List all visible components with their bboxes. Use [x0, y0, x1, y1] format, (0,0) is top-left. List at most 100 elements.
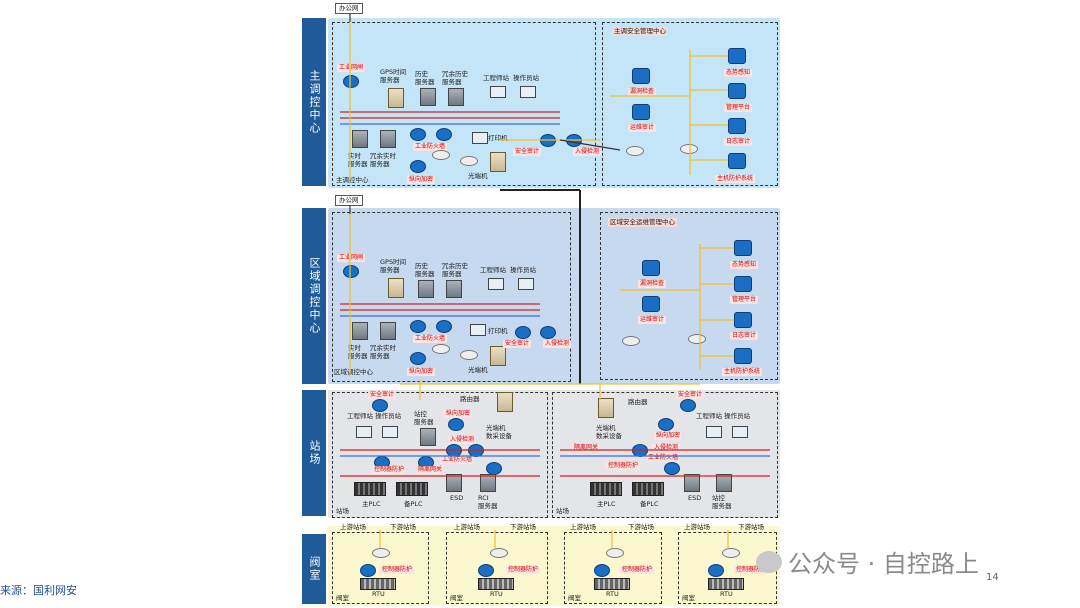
firewall-icon	[410, 128, 426, 141]
region-realtime-icon	[352, 322, 368, 340]
valve-rtu-icon-2	[594, 578, 630, 590]
realtime-server-label: 实时 服务器	[348, 152, 368, 168]
valve-rtu-1: RTU	[490, 590, 503, 598]
region-ids-icon	[540, 326, 556, 339]
st-right-eng-icon	[706, 426, 722, 438]
history-server-label: 历史 服务器	[415, 70, 435, 86]
st-left-router-label: 路由器	[460, 395, 480, 403]
firewall2-icon	[436, 128, 452, 141]
office-net-region: 办公网	[335, 195, 363, 206]
st-left-esd-label: ESD	[450, 494, 464, 502]
valve-zone-0: 阀室	[336, 594, 349, 602]
main-mgmt-3: 管理平台	[724, 104, 753, 112]
st-left-secaudit-label: 安全审计	[368, 391, 397, 399]
valve-rtu-icon-3	[708, 578, 744, 590]
gps-server-label: GPS时间 服务器	[380, 68, 407, 84]
st-right-vcrypt-label: 纵向加密	[654, 432, 683, 440]
main-security-zone	[602, 22, 778, 186]
region-hist-icon	[418, 280, 434, 298]
region-realtime-label: 实时 服务器	[348, 344, 368, 360]
st-right-zone-label: 站场	[556, 507, 569, 515]
st-right-ids-label: 入侵检测	[652, 444, 681, 452]
st-right-fw2-icon	[664, 462, 680, 475]
region-mgmt-1: 运维审计	[638, 316, 667, 324]
region-vcrypt-label: 纵向加密	[407, 368, 436, 376]
region-firewall-label: 工业防火墙	[413, 335, 448, 343]
st-left-secaudit-icon	[372, 399, 388, 412]
st-right-fw-label: 工业防火墙	[646, 454, 681, 462]
st-left-stctrl-label: 站控 服务器	[414, 410, 434, 426]
region-eng-ws-icon	[488, 278, 504, 290]
valve-rtu-3: RTU	[720, 590, 733, 598]
firewall-label: 工业防火墙	[413, 143, 448, 151]
st-right-vcrypt-icon	[658, 418, 674, 431]
sidebar-label: 站场	[308, 440, 321, 466]
st-right-router-icon	[598, 398, 614, 418]
realtime-server-icon	[352, 130, 368, 148]
optical-icon	[490, 152, 506, 172]
st-right-mainplc-icon	[590, 482, 622, 496]
valve-protect-icon-1	[478, 564, 494, 577]
st-right-stctrl-label: 站控 服务器	[712, 494, 732, 510]
st-left-opt-label: 光端机 数采设备	[486, 424, 512, 440]
st-right-isol-label: 隔离网关	[572, 444, 601, 452]
watermark: 公众号 · 自控路上	[756, 544, 979, 579]
st-left-mainplc-icon	[354, 482, 386, 496]
valve-down-2: 下游站场	[628, 523, 654, 531]
region-mgmt-5: 主机防护系统	[722, 368, 763, 376]
st-left-zone-label: 站场	[336, 507, 349, 515]
region-printer-label: 打印机	[488, 327, 508, 335]
redundant-history-label: 冗余历史 服务器	[442, 70, 468, 86]
valve-zone-2: 阀室	[568, 594, 581, 602]
printer-label: 打印机	[488, 134, 508, 142]
region-industrial-gateway-icon	[343, 265, 359, 278]
st-right-secaudit-label: 安全审计	[676, 391, 705, 399]
sec-switch2-icon	[680, 144, 698, 154]
region-optical-icon	[490, 346, 506, 366]
station-left-box	[332, 392, 548, 518]
region-secaudit-label: 安全审计	[503, 340, 532, 348]
st-right-op-icon	[732, 426, 748, 438]
valve-down-0: 下游站场	[390, 523, 416, 531]
valve-rtu-icon-1	[478, 578, 514, 590]
region-switch-icon	[432, 344, 450, 354]
main-mgmt-4: 日志审计	[724, 138, 753, 146]
region-redund-hist-icon	[446, 280, 462, 298]
region-security-zone	[600, 212, 778, 380]
region-industrial-gateway-label: 工业网闸	[337, 254, 366, 262]
valve-switch-2	[606, 548, 624, 558]
main-mgmt-2: 态势感知	[724, 69, 753, 77]
valve-protect-icon-2	[594, 564, 610, 577]
region-redund-rt-icon	[380, 322, 396, 340]
valve-switch-1	[490, 548, 508, 558]
region-eng-ws-label: 工程师站	[480, 266, 506, 274]
vcrypt-label: 纵向加密	[407, 176, 436, 184]
eng-ws-label: 工程师站	[483, 74, 509, 82]
sidebar-label: 主调控中心	[308, 69, 321, 135]
region-mgmt-3: 管理平台	[730, 296, 759, 304]
st-left-mainplc-label: 主PLC	[362, 500, 381, 508]
region-redund-rt-label: 冗余实时 服务器	[370, 344, 396, 360]
printer-icon	[472, 132, 488, 144]
st-left-bkplc-label: 备PLC	[404, 500, 423, 508]
region-log-icon	[734, 312, 752, 328]
region-situation-icon	[734, 240, 752, 256]
valve-protect-3: 控制器防护	[734, 566, 769, 574]
valve-down-3: 下游站场	[738, 523, 764, 531]
valve-protect-icon-0	[360, 564, 376, 577]
region-op-ws-icon	[518, 278, 534, 290]
vcrypt-icon	[410, 160, 426, 173]
region-mgmt-4: 日志审计	[730, 332, 759, 340]
region-firewall2-icon	[436, 320, 452, 333]
valve-switch-3	[722, 548, 740, 558]
eng-ws-icon	[490, 86, 506, 98]
region-ids-label: 入侵检测	[543, 340, 572, 348]
valve-rtu-icon-0	[360, 578, 396, 590]
st-left-ctrlprot-label: 控制器防护	[372, 466, 407, 474]
sidebar-station: 站场	[302, 390, 326, 516]
main-mgmt-5: 主机防护系统	[715, 175, 756, 183]
st-right-router-label: 路由器	[628, 398, 648, 406]
st-right-esd-label: ESD	[688, 494, 702, 502]
st-left-ids-label: 入侵检测	[448, 436, 477, 444]
region-vuln-icon	[642, 260, 660, 276]
